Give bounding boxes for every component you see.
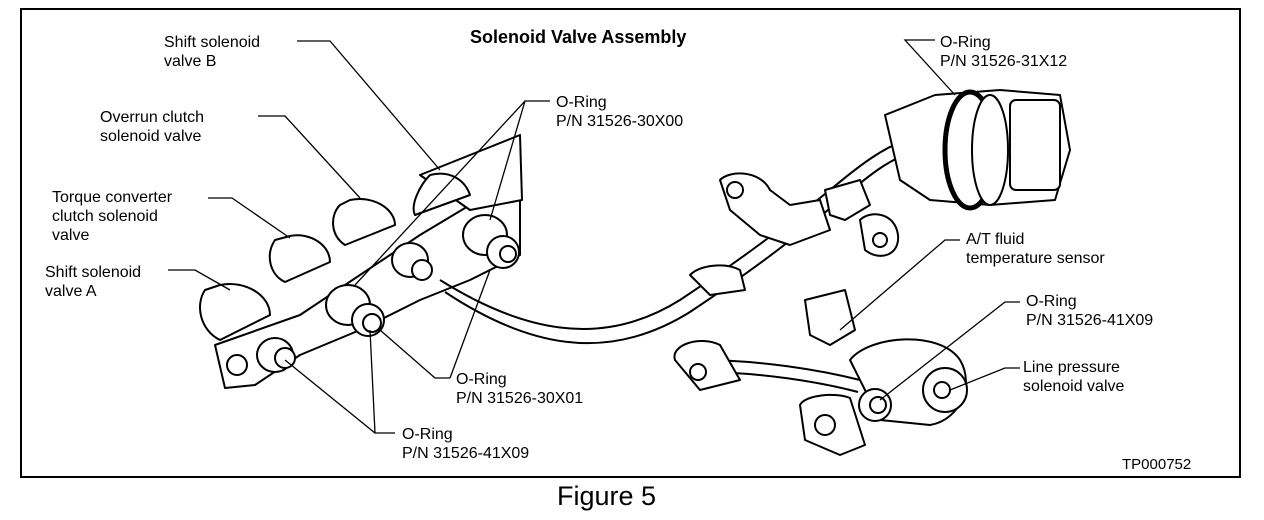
lower-bracket [673, 340, 741, 391]
torque-converter-solenoid-body [268, 234, 331, 283]
harness-bracket-mid [719, 172, 831, 246]
figure-frame [20, 8, 1241, 478]
leader-lines [168, 39, 1020, 434]
shift-solenoid-a-body [199, 283, 271, 341]
shift-solenoid-b-body [412, 172, 471, 216]
valve-body-plate [214, 189, 521, 389]
drawing-code: TP000752 [1122, 456, 1192, 473]
fluid-temperature-sensor [804, 289, 856, 346]
sensor-connector [824, 179, 871, 221]
overrun-clutch-solenoid-body [332, 198, 396, 246]
harness-bracket-left [689, 264, 746, 296]
diagram-title: Solenoid Valve Assembly [470, 27, 687, 47]
plate-o-rings [256, 214, 520, 373]
figure-caption: Figure 5 [557, 481, 657, 511]
